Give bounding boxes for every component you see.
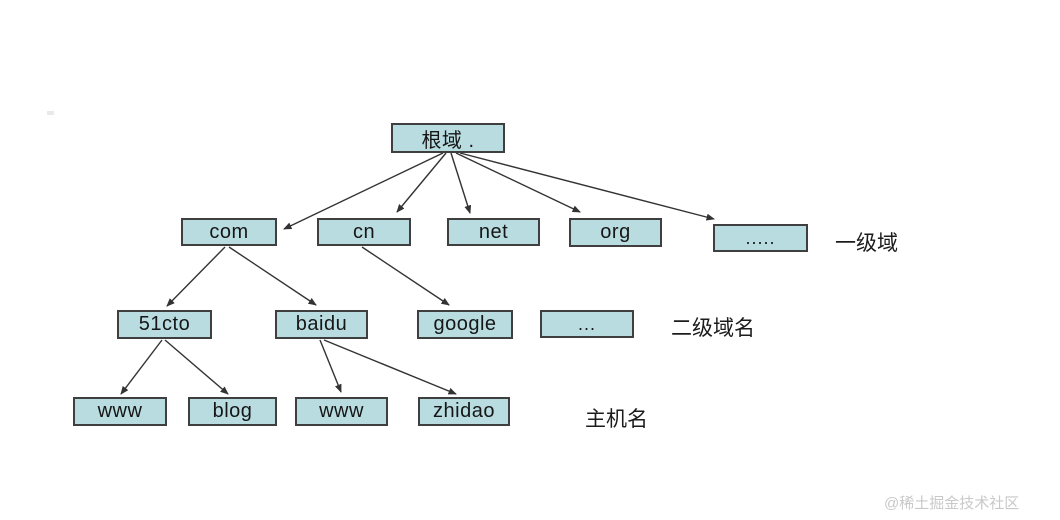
- level-label-sld: 二级域名: [671, 317, 755, 340]
- node-baidu: baidu: [275, 310, 368, 339]
- level-label-tld: 一级域: [835, 232, 898, 255]
- node-51cto: 51cto: [117, 310, 212, 339]
- watermark-juejin: @稀土掘金技术社区: [884, 495, 1020, 512]
- scan-artifact: [47, 111, 54, 115]
- node-org: org: [569, 218, 662, 247]
- node-com: com: [181, 218, 277, 246]
- node-cn: cn: [317, 218, 411, 246]
- node-root-domain: 根域 .: [391, 123, 505, 153]
- node-www-baidu: www: [295, 397, 388, 426]
- node-www-51cto: www: [73, 397, 167, 426]
- node-more-slds: ...: [540, 310, 634, 338]
- node-net: net: [447, 218, 540, 246]
- node-google: google: [417, 310, 513, 339]
- node-zhidao: zhidao: [418, 397, 510, 426]
- level-label-host: 主机名: [585, 408, 648, 431]
- node-blog: blog: [188, 397, 277, 426]
- node-more-tlds: .....: [713, 224, 808, 252]
